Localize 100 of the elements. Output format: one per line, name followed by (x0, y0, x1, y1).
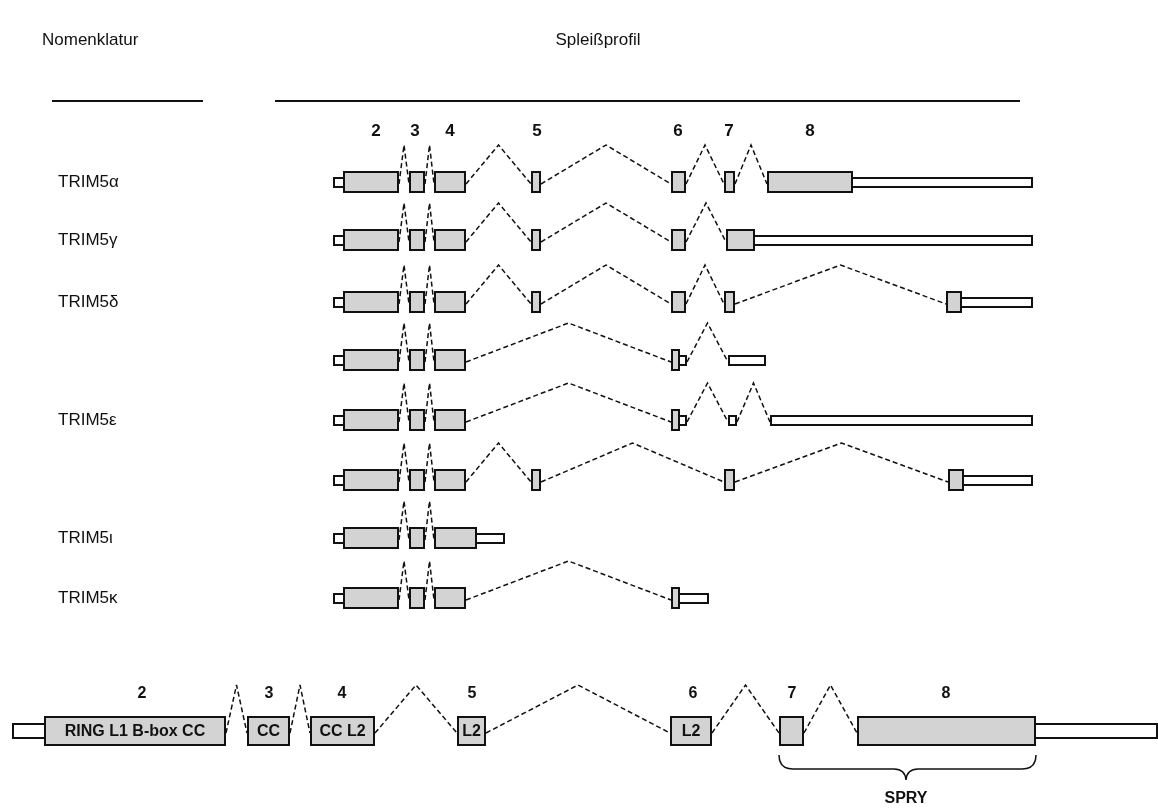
splice-line (685, 143, 725, 185)
splice-line (424, 442, 435, 483)
splice-line (540, 144, 672, 185)
exon-drawing (434, 229, 466, 251)
splice-line (424, 202, 435, 243)
splice-line (374, 683, 458, 734)
exon-drawing (671, 291, 686, 313)
exon-drawing (531, 291, 541, 313)
exon-drawing (434, 349, 466, 371)
exon-drawing (409, 171, 425, 193)
exon-drawing (409, 527, 425, 549)
column-heading: Nomenklatur (42, 29, 139, 51)
exon-drawing (434, 171, 466, 193)
isoform-name: TRIM5ι (58, 527, 113, 549)
splice-line (711, 683, 780, 734)
splice-line (686, 321, 729, 363)
exon-number: 8 (941, 683, 951, 703)
exon-drawing (531, 171, 541, 193)
exon-drawing (333, 171, 399, 193)
splice-line (398, 144, 410, 185)
splice-line (424, 500, 435, 541)
exon-drawing (779, 716, 804, 746)
exon-drawing (409, 587, 425, 609)
splice-line (424, 382, 435, 423)
splice-line (289, 684, 311, 734)
exon-drawing (434, 409, 466, 431)
exon-number: 8 (805, 120, 815, 142)
splice-line (685, 201, 727, 243)
splice-line (485, 684, 671, 734)
exon-drawing (434, 291, 466, 313)
exon-drawing (671, 229, 686, 251)
splice-line (398, 322, 410, 363)
exon-number: 3 (264, 683, 274, 703)
exon-drawing (434, 469, 466, 491)
exon-drawing: L2 (457, 716, 486, 746)
exon-drawing (333, 469, 399, 491)
exon-drawing (333, 587, 399, 609)
splice-line (803, 683, 858, 734)
exon-drawing (409, 469, 425, 491)
exon-number: 5 (467, 683, 477, 703)
splice-line (465, 201, 532, 243)
exon-drawing (333, 409, 399, 431)
splice-line (465, 441, 532, 483)
exon-drawing (671, 587, 709, 609)
exon-drawing (671, 349, 687, 371)
exon-drawing (671, 409, 687, 431)
splice-line (398, 202, 410, 243)
splice-line (734, 143, 768, 185)
splice-line (424, 144, 435, 185)
exon-drawing (531, 229, 541, 251)
exon-drawing (409, 409, 425, 431)
exon-number: 4 (445, 120, 455, 142)
splice-line (540, 264, 672, 305)
splice-line (734, 264, 947, 305)
splice-line (465, 143, 532, 185)
exon-number: 2 (137, 683, 147, 703)
exon-drawing (333, 349, 399, 371)
exon-drawing (333, 291, 399, 313)
exon-drawing (726, 229, 1033, 251)
isoform-name: TRIM5δ (58, 291, 119, 313)
isoform-name: TRIM5ε (58, 409, 117, 431)
isoform-name: TRIM5α (58, 171, 119, 193)
splice-line (398, 382, 410, 423)
exon-drawing (724, 469, 735, 491)
exon-drawing (434, 527, 505, 549)
exon-number: 6 (673, 120, 683, 142)
exon-number: 5 (532, 120, 542, 142)
exon-number: 7 (724, 120, 734, 142)
splice-line (540, 442, 725, 483)
exon-drawing (409, 349, 425, 371)
exon-number: 3 (410, 120, 420, 142)
exon-drawing: CC L2 (310, 716, 375, 746)
splice-line (465, 382, 672, 423)
splice-line (424, 264, 435, 305)
exon-number: 2 (371, 120, 381, 142)
exon-drawing (946, 291, 1033, 313)
splice-line (465, 322, 672, 363)
splice-line (398, 442, 410, 483)
exon-drawing (948, 469, 1033, 491)
splice-line (734, 442, 949, 483)
splice-line (398, 264, 410, 305)
isoform-name: TRIM5γ (58, 229, 118, 251)
exon-number: 6 (688, 683, 698, 703)
exon-drawing (409, 229, 425, 251)
exon-number: 4 (337, 683, 347, 703)
splice-line (540, 202, 672, 243)
exon-drawing (333, 527, 399, 549)
splice-line (685, 263, 725, 305)
exon-drawing: L2 (670, 716, 712, 746)
isoform-name: TRIM5κ (58, 587, 118, 609)
exon-drawing (531, 469, 541, 491)
splice-line (398, 500, 410, 541)
splice-line (424, 560, 435, 601)
exon-drawing (333, 229, 399, 251)
splice-line (736, 381, 771, 423)
splice-line (465, 263, 532, 305)
splice-line (465, 560, 672, 601)
exon-drawing (671, 171, 686, 193)
exon-drawing: CC (247, 716, 290, 746)
exon-drawing (767, 171, 1033, 193)
